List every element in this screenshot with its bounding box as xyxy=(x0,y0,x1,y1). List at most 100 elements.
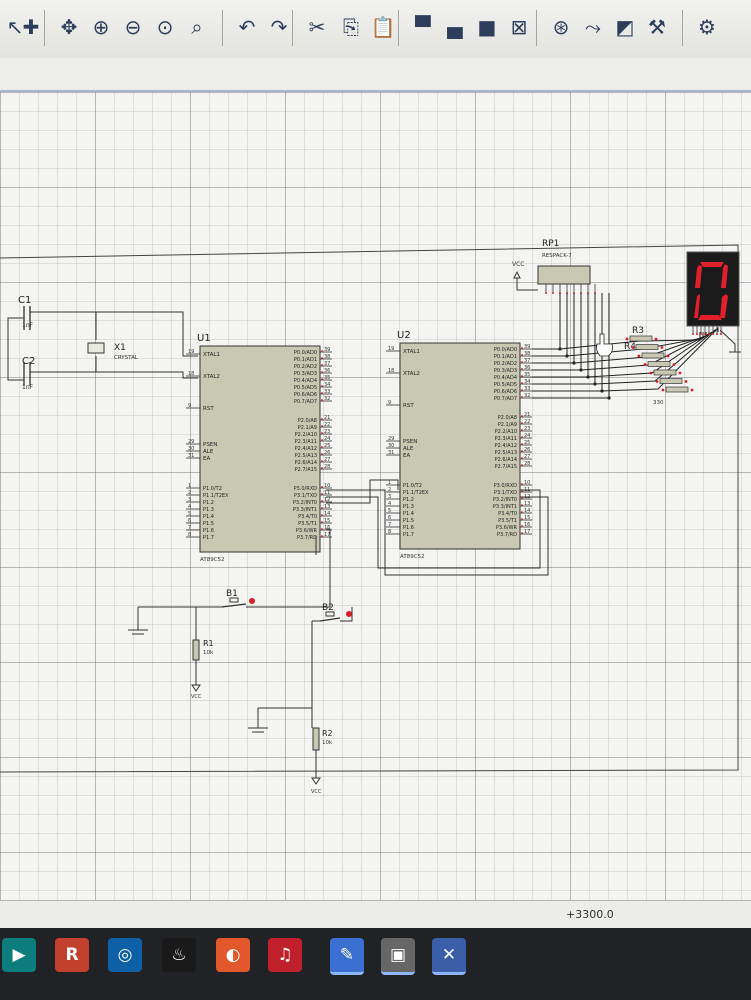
x1-crystal[interactable]: X1 CRYSTAL xyxy=(87,342,139,361)
status-bar: +3300.0 xyxy=(0,900,751,929)
pin-label: P0.7/AD7 xyxy=(494,396,517,402)
pin-label: P3.1/TXD xyxy=(494,490,517,496)
schematic-drawing[interactable]: C1 1nF C2 1nF X1 CRYSTAL xyxy=(0,92,751,900)
copy-icon[interactable]: ⎘ xyxy=(343,15,359,39)
pin-number: 33 xyxy=(524,386,530,392)
cursor-icon[interactable]: ↖ xyxy=(6,15,24,39)
pin-label: P1.3 xyxy=(203,507,214,513)
hand-cursor-icon xyxy=(596,333,613,357)
cut-icon[interactable]: ✂ xyxy=(308,15,326,39)
proteus-ares-icon[interactable]: ✕ xyxy=(432,938,466,975)
pin-number: 8 xyxy=(188,532,191,538)
r-app-icon[interactable]: R xyxy=(55,938,89,972)
zoom-in-icon[interactable]: ⊕ xyxy=(92,15,110,39)
serial-wires xyxy=(326,479,549,576)
pin-label: P3.0/RXD xyxy=(494,483,518,489)
package-tool-icon[interactable]: ◩ xyxy=(615,15,635,39)
chip-part: AT89C52 xyxy=(400,554,425,560)
pin-number: 15 xyxy=(324,518,330,524)
pin-label: P1.5 xyxy=(403,518,414,524)
pin-label: P2.4/A12 xyxy=(495,443,517,449)
undo-icon[interactable]: ↶ xyxy=(238,15,256,39)
pin-number: 31 xyxy=(188,453,194,459)
seven-segment-display[interactable]: 0 xyxy=(686,251,741,353)
pin-label: P2.1/A9 xyxy=(498,422,517,428)
pin-label: XTAL1 xyxy=(403,349,420,355)
pin-number: 7 xyxy=(188,525,191,531)
pin-number: 38 xyxy=(324,354,330,360)
pick-device-icon[interactable]: ⊛ xyxy=(552,15,570,39)
pin-number: 15 xyxy=(524,515,530,521)
swirl-app-icon[interactable]: ◎ xyxy=(108,938,142,972)
decompose-icon[interactable]: ⚒ xyxy=(648,15,666,39)
design-explorer-icon[interactable]: ⚙ xyxy=(698,15,716,39)
block-rotate-icon[interactable]: ■ xyxy=(477,15,497,39)
zoom-area-icon[interactable]: ⌕ xyxy=(191,15,203,39)
pin-label: P0.3/AD3 xyxy=(494,368,517,374)
redo-icon[interactable]: ↷ xyxy=(270,15,288,39)
rp1-resistor-pack[interactable]: RP1 RESPACK-7 xyxy=(537,239,596,294)
pin-number: 6 xyxy=(188,518,191,524)
netease-music-icon[interactable]: ♫ xyxy=(268,938,302,972)
block-copy-icon[interactable]: ▀ xyxy=(415,15,431,39)
pin-label: P3.3/INT1 xyxy=(493,504,517,510)
pin-number: 29 xyxy=(188,439,194,445)
pin-number: 8 xyxy=(388,529,391,535)
schematic-canvas[interactable]: C1 1nF C2 1nF X1 CRYSTAL xyxy=(0,92,751,900)
make-device-icon[interactable]: ⤳ xyxy=(585,15,601,39)
pin-number: 34 xyxy=(324,382,330,388)
r4-label: R4 xyxy=(624,342,636,352)
folder-cube-icon[interactable]: ▣ xyxy=(381,938,415,975)
segment-resistors[interactable]: R3 R4 330 xyxy=(624,326,694,406)
pin-number: 5 xyxy=(188,511,191,517)
pin-number: 10 xyxy=(524,480,530,486)
pin-number: 21 xyxy=(324,415,330,421)
b1-push-button[interactable]: B1 xyxy=(221,589,255,608)
block-move-icon[interactable]: ▄ xyxy=(447,15,463,39)
pin-number: 2 xyxy=(188,490,191,496)
pin-number: 13 xyxy=(524,501,530,507)
paste-icon[interactable]: 📋 xyxy=(370,15,396,39)
chip-body xyxy=(399,342,521,550)
chip-label: U1 xyxy=(197,333,211,344)
pin-number: 17 xyxy=(324,532,330,538)
pin-label: P0.2/AD2 xyxy=(294,364,317,370)
vcc-symbol: VCC xyxy=(512,261,538,291)
pin-label: P1.4 xyxy=(203,514,214,520)
block-delete-icon[interactable]: ⊠ xyxy=(510,15,528,39)
pin-number: 32 xyxy=(524,393,530,399)
pin-number: 3 xyxy=(188,497,191,503)
pin-number: 35 xyxy=(524,372,530,378)
vcc-label: VCC xyxy=(512,261,524,268)
b2-push-button[interactable]: B2 xyxy=(319,603,352,622)
digit-segments xyxy=(694,262,728,320)
pin-number: 14 xyxy=(524,508,530,514)
proteus-isis-icon[interactable]: ✎ xyxy=(330,938,364,975)
pin-number: 12 xyxy=(324,497,330,503)
pin-label: P1.4 xyxy=(403,511,414,517)
zoom-out-icon[interactable]: ⊖ xyxy=(124,15,142,39)
r2-label: R2 xyxy=(322,729,333,738)
pin-label: P2.3/A11 xyxy=(495,436,517,442)
play-store-icon[interactable]: ▶ xyxy=(2,938,36,972)
crosshair-icon[interactable]: ✚ xyxy=(22,15,40,39)
origin-icon[interactable]: ◐ xyxy=(216,938,250,972)
x1-label: X1 xyxy=(114,343,126,353)
r2-resistor[interactable]: R2 10k VCC xyxy=(311,727,333,795)
pin-label: P2.4/A12 xyxy=(295,446,317,452)
pin-label: P3.7/RD xyxy=(297,535,317,541)
c2-value: 1nF xyxy=(22,384,34,391)
r1-resistor[interactable]: R1 10k VCC xyxy=(191,639,214,700)
steam-icon[interactable]: ♨ xyxy=(162,938,196,972)
pan-icon[interactable]: ✥ xyxy=(60,15,78,39)
c1-value: 1nF xyxy=(22,322,34,329)
pin-number: 28 xyxy=(324,464,330,470)
c2-capacitor[interactable]: C2 1nF xyxy=(22,356,35,391)
toolbar-separator xyxy=(398,10,399,46)
pin-label: P3.0/RXD xyxy=(294,486,318,492)
zoom-fit-icon[interactable]: ⊙ xyxy=(156,15,174,39)
pin-number: 13 xyxy=(324,504,330,510)
